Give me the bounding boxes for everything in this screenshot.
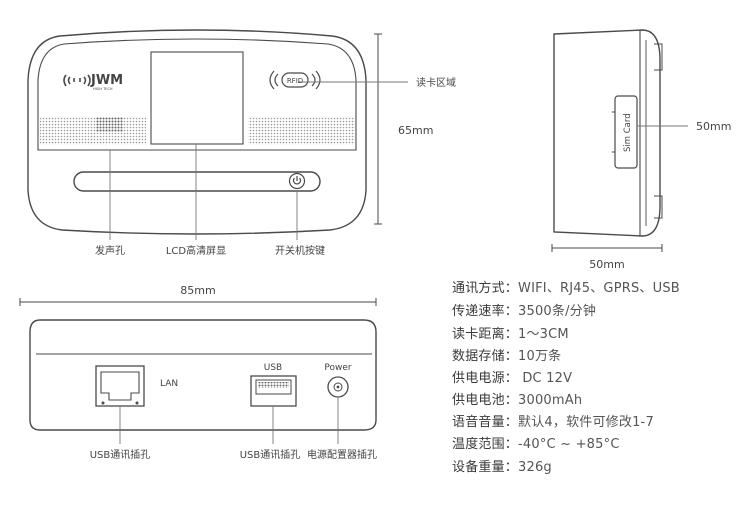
side-view bbox=[551, 29, 688, 252]
logo-sub-text: HIGH TECH bbox=[93, 87, 113, 91]
speaker-grille-left bbox=[38, 117, 146, 145]
callout-lcd: LCD高清屏显 bbox=[166, 244, 226, 257]
dimension-length: 85mm bbox=[180, 284, 215, 297]
spec-row: 语音音量：默认4，软件可修改1-7 bbox=[452, 415, 654, 430]
spec-row: 传递速率：3500条/分钟 bbox=[452, 304, 597, 319]
spec-row: 供电电池：3000mAh bbox=[452, 393, 583, 408]
spec-row: 设备重量：326g bbox=[452, 460, 552, 475]
lcd-screen bbox=[150, 51, 244, 145]
jwm-logo bbox=[63, 74, 91, 87]
dimension-side-width: 50mm bbox=[589, 258, 624, 271]
front-view-labels: JWM HIGH TECH RFID 读卡区域 65mm 发声孔 LCD高清屏显… bbox=[90, 73, 456, 257]
front-top-panel bbox=[37, 38, 357, 151]
logo-wave-icon bbox=[63, 74, 75, 87]
back-view bbox=[19, 298, 377, 444]
power-button bbox=[288, 172, 306, 190]
callout-power-key: 开关机按键 bbox=[275, 244, 325, 257]
front-body-outline bbox=[27, 29, 367, 235]
rfid-label: RFID bbox=[287, 77, 303, 85]
callout-card-area: 读卡区域 bbox=[416, 76, 456, 89]
speaker-grille-left-dark bbox=[96, 117, 123, 132]
callout-usb-comm-2: USB通讯插孔 bbox=[240, 448, 301, 461]
front-slot bbox=[73, 171, 321, 192]
spec-row: 温度范围：-40°C ~ +85°C bbox=[452, 437, 620, 452]
lan-label: LAN bbox=[160, 379, 178, 389]
power-label: Power bbox=[324, 363, 352, 373]
spec-row: 读卡距离：1～3CM bbox=[452, 327, 569, 342]
back-body-outline bbox=[29, 319, 377, 431]
spec-row: 数据存储：10万条 bbox=[452, 349, 562, 364]
dimension-height: 65mm bbox=[398, 124, 433, 137]
callout-usb-comm-1: USB通讯插孔 bbox=[90, 448, 151, 461]
logo-text: JWM bbox=[90, 73, 123, 88]
power-icon bbox=[292, 176, 302, 185]
spec-row: 供电电源： DC 12V bbox=[452, 371, 573, 386]
speaker-grille-right bbox=[248, 117, 356, 145]
sim-card-label: Sim Card bbox=[623, 113, 633, 152]
back-view-labels: 85mm LAN USB Power USB通讯插孔 USB通讯插孔 电源配置器… bbox=[90, 284, 377, 461]
sim-card-slot bbox=[614, 95, 638, 169]
spec-row: 通讯方式：WIFI、RJ45、GPRS、USB bbox=[452, 281, 680, 296]
side-body-outline bbox=[553, 29, 661, 237]
usb-port bbox=[250, 375, 297, 407]
side-view-labels: Sim Card 50mm 50mm bbox=[589, 113, 731, 271]
front-view bbox=[27, 29, 408, 240]
usb-label: USB bbox=[264, 363, 282, 373]
rfid-badge bbox=[269, 70, 321, 90]
callout-power-adapter: 电源配置器插孔 bbox=[307, 448, 377, 461]
callout-speaker: 发声孔 bbox=[95, 244, 125, 257]
dimension-side-depth: 50mm bbox=[696, 120, 731, 133]
